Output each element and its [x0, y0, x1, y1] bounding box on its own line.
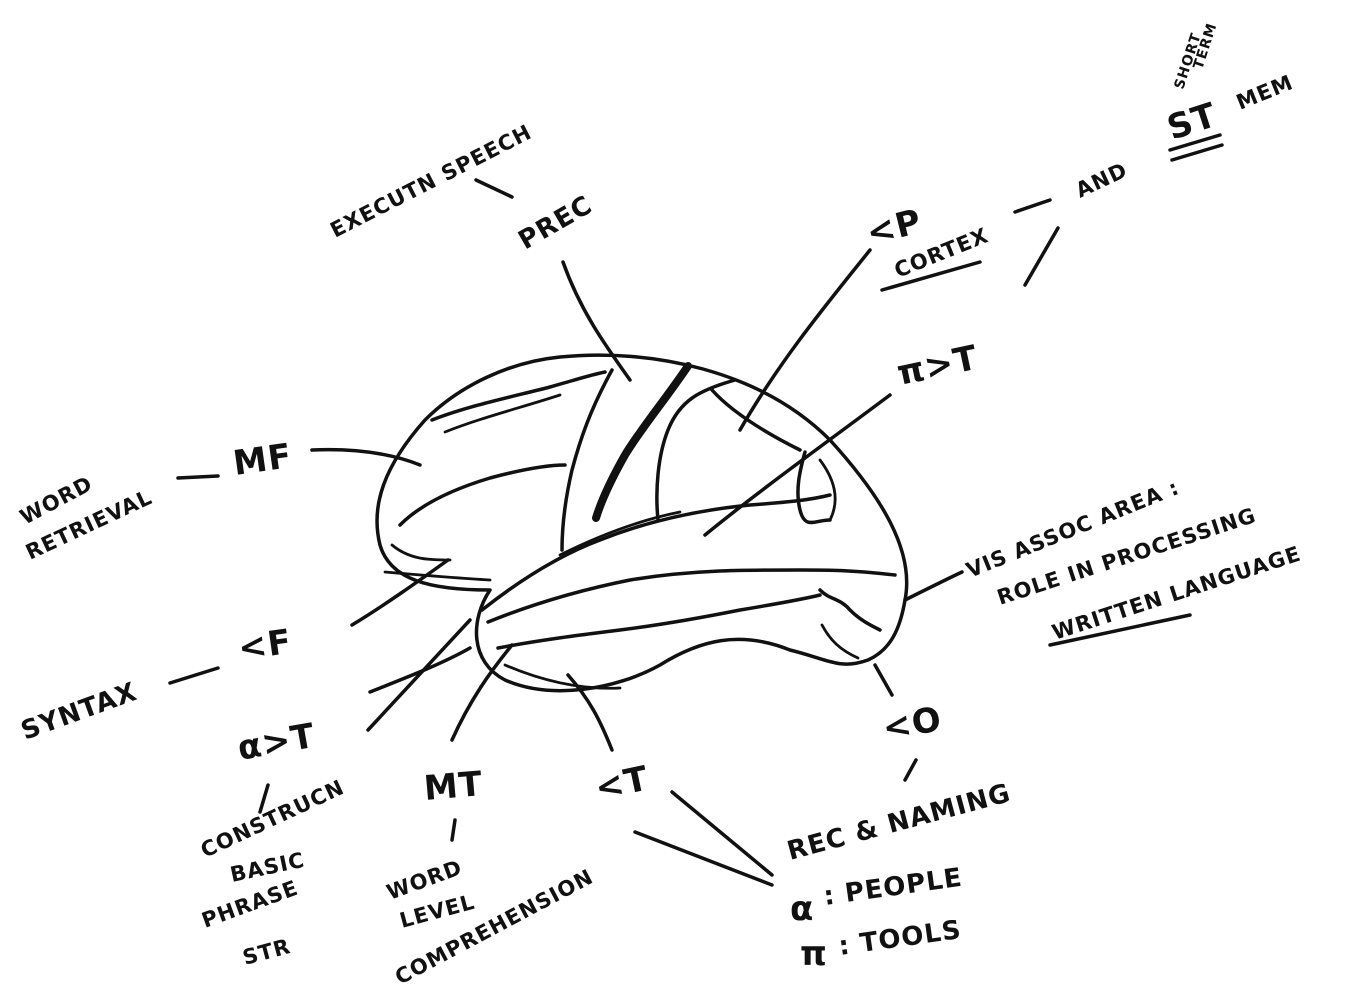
legend-symbol-alpha: α — [790, 889, 814, 929]
frontal-middle-sulcus — [400, 465, 565, 525]
occipital-sulcus-2 — [820, 460, 835, 520]
legend: α : PEOPLE π : TOOLS — [790, 863, 964, 974]
lp-label-line-1: <P — [863, 202, 926, 254]
lo-to-brain-line — [875, 665, 892, 695]
brain-sketch — [377, 355, 907, 691]
ap-function-line-3: PHRASE — [199, 876, 302, 933]
mt-to-function-line — [452, 820, 455, 840]
cortex-branch-line — [1025, 228, 1058, 285]
lp-function-suffix: MEM — [1233, 70, 1297, 114]
leader-lines — [170, 135, 1222, 885]
legend-symbol-pi: π — [800, 934, 828, 974]
occipital-sulcus — [798, 452, 830, 523]
rec-naming-label: REC & NAMING — [784, 778, 1014, 867]
cortex-dash — [1015, 200, 1050, 212]
lf-to-brain-line — [352, 560, 448, 625]
labels: EXECUTN SPEECH PREC <P CORTEX AND ST SHO… — [16, 21, 1304, 990]
intraparietal-sulcus — [712, 390, 800, 450]
ap-label: α>T — [235, 716, 319, 769]
prec-label: PREC — [514, 190, 598, 256]
mt-label: MT — [422, 764, 484, 809]
occipital-pole-sulcus — [820, 590, 880, 630]
ap-to-brain-line-2 — [368, 620, 470, 730]
frontal-lower-sulcus — [392, 545, 450, 560]
post-temp-line — [705, 395, 890, 535]
ap-function-line-1: CONSTRUCN — [197, 775, 348, 862]
mf-to-brain-line — [312, 450, 420, 465]
lp-to-brain-line — [740, 250, 870, 430]
prec-to-function-line — [476, 180, 512, 197]
vis-assoc-line — [905, 572, 962, 600]
syntax-dash — [170, 668, 218, 683]
frontal-lower-sulcus-2 — [385, 572, 490, 580]
superior-temporal-sulcus — [488, 570, 895, 622]
legend-meaning-tools: : TOOLS — [837, 915, 964, 962]
lp-function-prefix: AND — [1072, 158, 1131, 203]
central-sulcus — [596, 366, 688, 518]
precentral-sulcus — [562, 370, 612, 550]
occipital-lower-line — [822, 625, 858, 658]
mf-label: MF — [231, 436, 295, 484]
lt-label: <T — [592, 759, 653, 809]
lo-label: <O — [880, 699, 945, 749]
ap-function-line-4: STR — [240, 934, 293, 970]
lf-label: <F — [236, 622, 295, 669]
lp-function-main: ST — [1162, 95, 1222, 148]
mf-dash — [178, 476, 218, 478]
prec-function-label: EXECUTN SPEECH — [326, 120, 535, 243]
lt-right-branch — [672, 792, 772, 875]
ap-to-brain-line — [370, 648, 470, 692]
syntax-label: SYNTAX — [17, 677, 141, 747]
prec-to-brain-line — [563, 262, 630, 380]
frontal-upper-sulcus — [432, 372, 605, 420]
post-temp-label: π>T — [894, 338, 982, 394]
lo-to-function-line — [905, 760, 916, 780]
legend-meaning-people: : PEOPLE — [822, 863, 965, 912]
